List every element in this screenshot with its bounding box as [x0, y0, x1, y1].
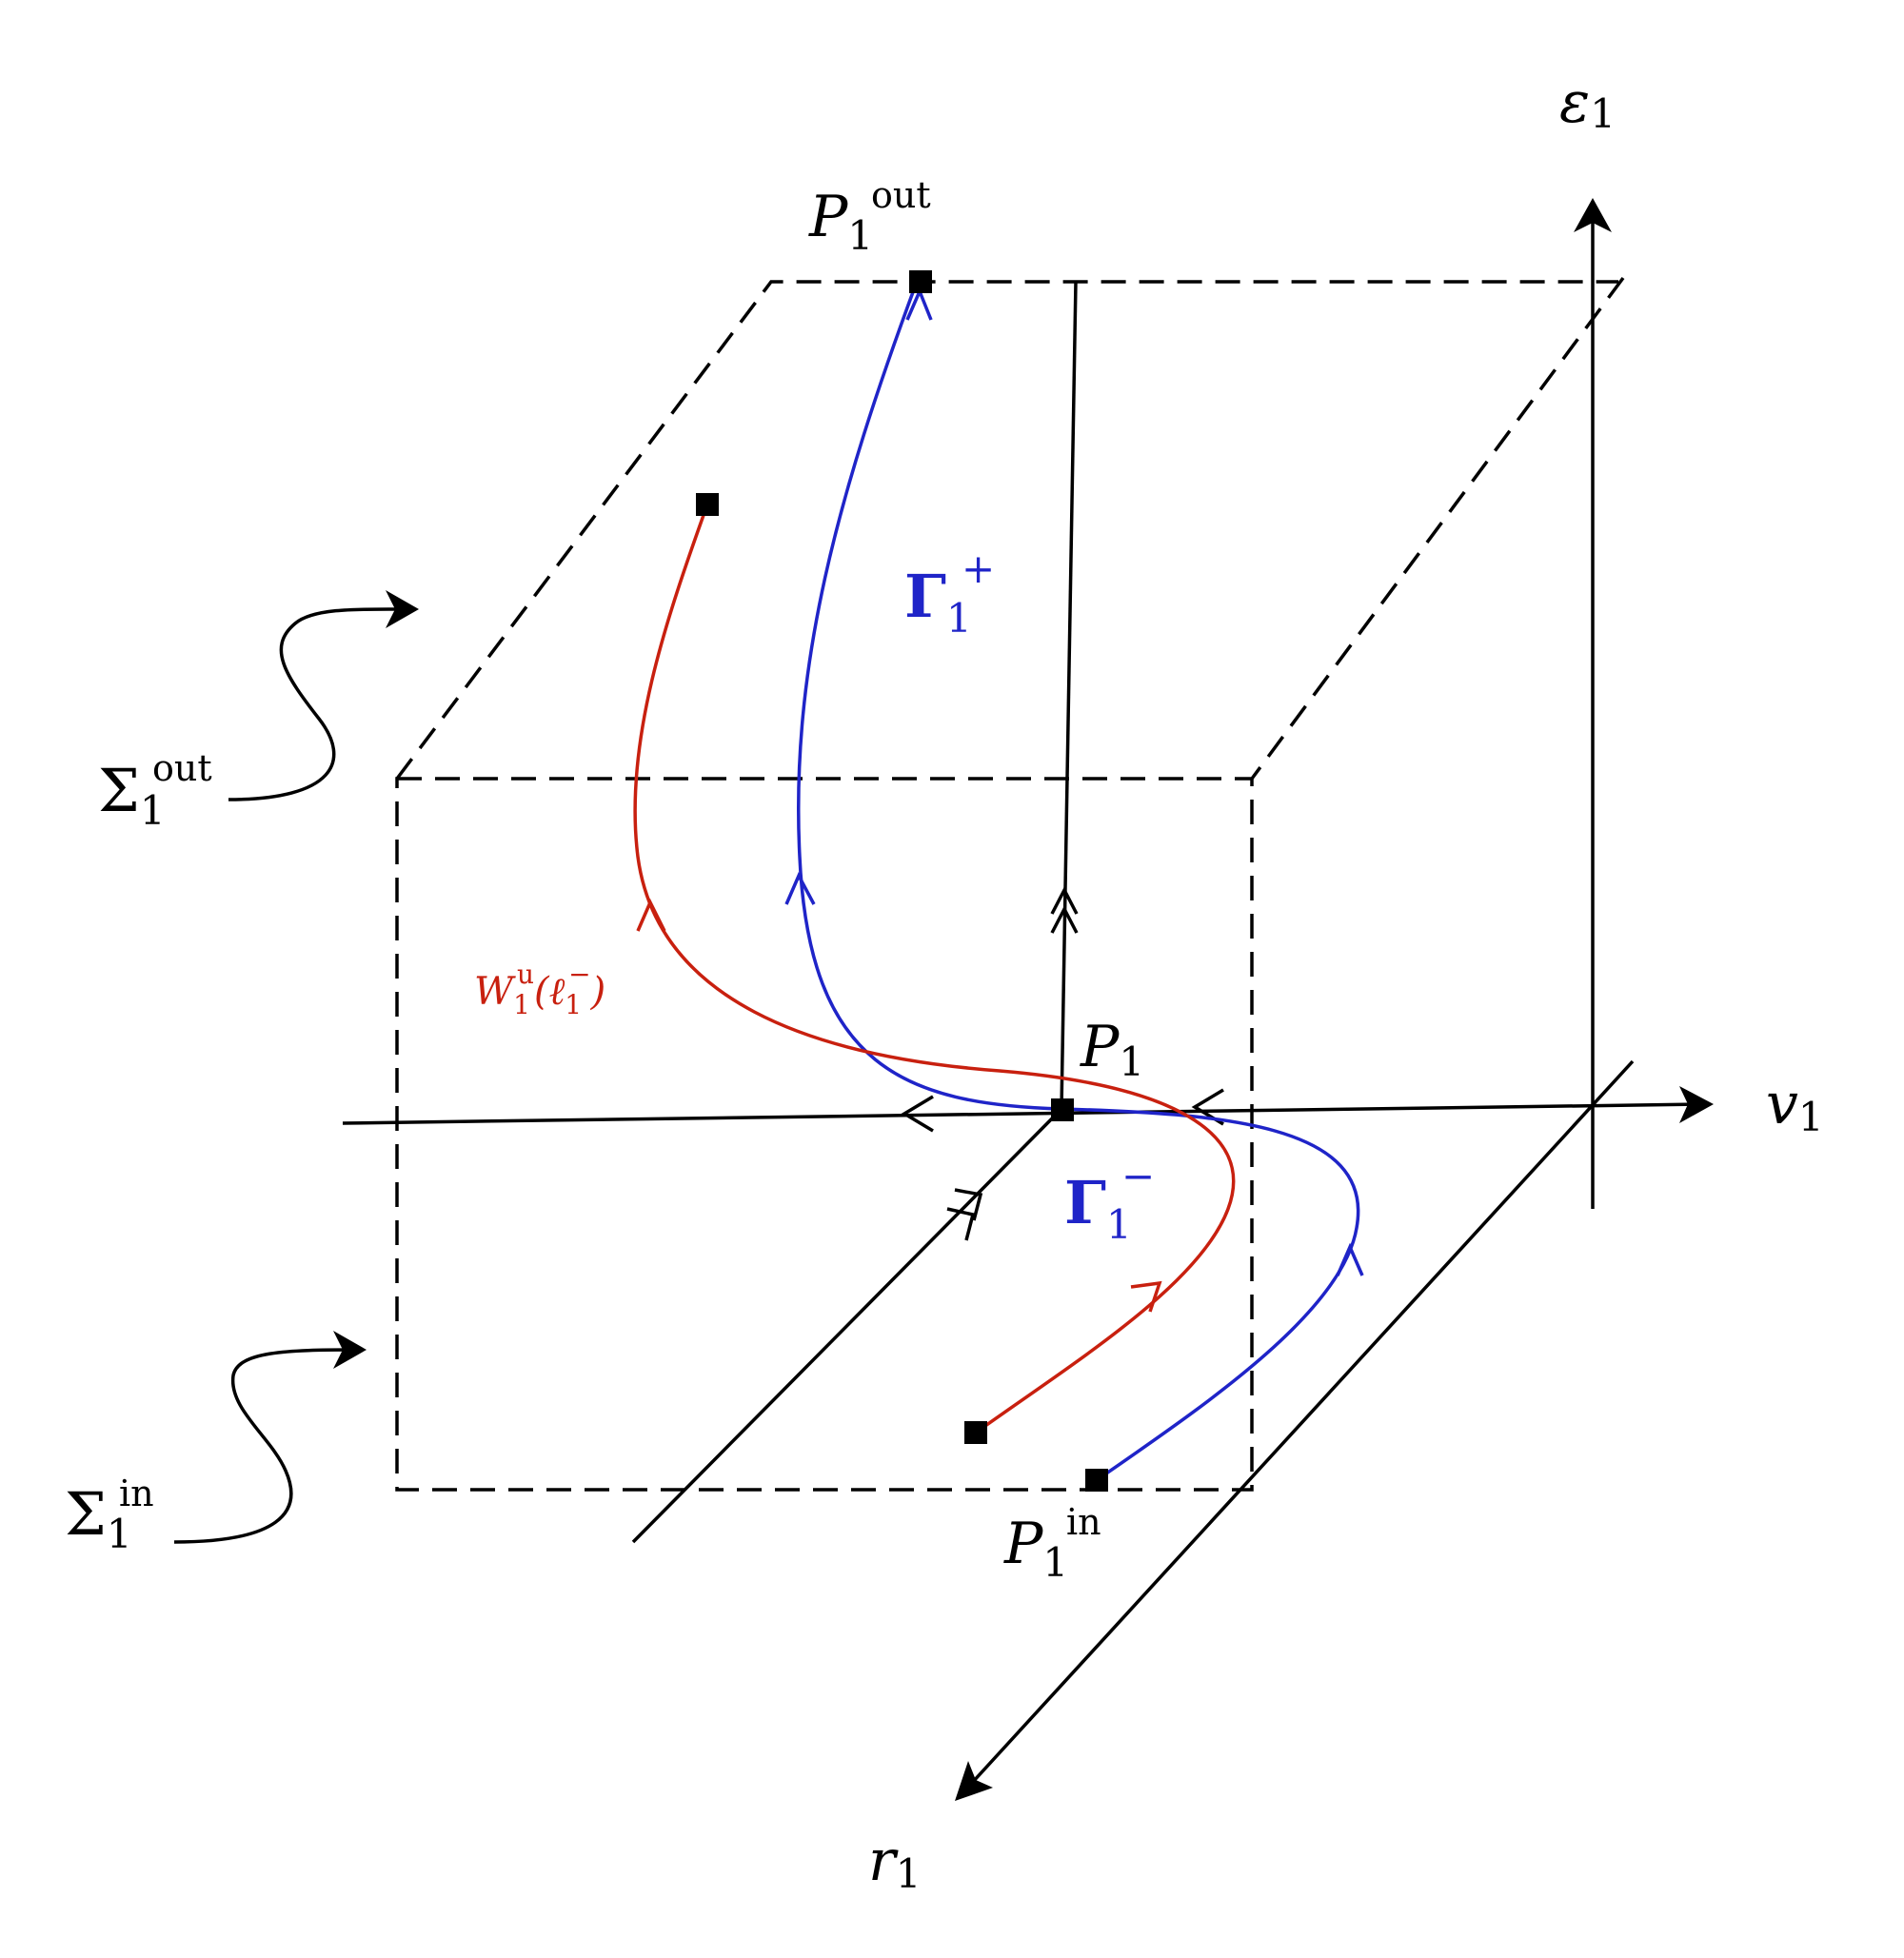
red-end-marker-top — [696, 493, 719, 516]
dashed-box — [395, 276, 1625, 1492]
sigma-in-pointer-head — [333, 1331, 367, 1369]
sigma-out-pointer-path — [228, 607, 410, 801]
axis-labels: ε1 v1 r1 — [868, 69, 1824, 1897]
gamma-plus-sup: + — [962, 545, 995, 592]
diagonal-line-through-p1 — [631, 1107, 1063, 1544]
vertical-line-through-p1 — [1060, 281, 1078, 1110]
unstable-manifold-arrow-lower — [1130, 1280, 1162, 1313]
epsilon-axis-label: ε1 — [1559, 69, 1616, 137]
sigma-in-label: Σ1 — [65, 1479, 132, 1557]
section-pointers — [173, 590, 419, 1544]
sigma-in-outline — [395, 777, 1254, 1492]
point-markers — [696, 270, 1108, 1492]
double-arrow-diagonal — [946, 1188, 983, 1241]
gamma-minus-sup: − — [1121, 1153, 1155, 1199]
gamma-plus-arrow-lower — [784, 871, 816, 905]
p1-in-sup: in — [1066, 1501, 1101, 1543]
unstable-manifold-label: W1u(ℓ1−) — [474, 959, 605, 1020]
p1-in-marker — [1085, 1469, 1108, 1492]
double-arrow-up — [1050, 886, 1079, 934]
p1-out-marker — [909, 270, 932, 293]
gamma-minus-arrow — [1336, 1242, 1364, 1276]
r-axis — [960, 1059, 1635, 1796]
red-end-marker-bottom — [964, 1421, 987, 1444]
orbit-labels: Γ1 + Γ1 − W1u(ℓ1−) — [474, 545, 1155, 1248]
gamma-plus-label: Γ1 — [904, 562, 972, 642]
arrow-left-on-v-axis — [901, 1095, 934, 1133]
blue-orbits — [784, 281, 1364, 1482]
point-labels: P1 P1 out P1 in — [808, 174, 1144, 1586]
r-axis-label: r1 — [868, 1828, 921, 1897]
sigma-in-sup: in — [119, 1473, 154, 1514]
epsilon-axis-arrowhead — [1574, 198, 1612, 232]
v-axis-label: v1 — [1766, 1071, 1824, 1140]
gamma-plus-curve — [796, 281, 1062, 1111]
sigma-out-label: Σ1 — [98, 756, 166, 834]
sigma-out-outline — [395, 280, 1618, 781]
box-edge-right-diagonal — [1250, 276, 1625, 781]
section-labels: Σ1 out Σ1 in — [65, 747, 212, 1557]
p1-out-sup: out — [871, 174, 931, 216]
sigma-out-sup: out — [152, 747, 212, 789]
p1-out-label: P1 — [808, 184, 873, 259]
p1-marker — [1051, 1098, 1074, 1121]
sigma-out-squiggle — [228, 607, 400, 800]
gamma-minus-curve — [1061, 1107, 1360, 1482]
unstable-manifold-arrow-upper — [636, 898, 666, 932]
p1-label: P1 — [1080, 1014, 1144, 1085]
sigma-out-pointer-head — [386, 590, 419, 628]
sigma-in-pointer-path — [173, 1348, 358, 1544]
v-axis-arrowhead — [1679, 1086, 1714, 1123]
axes — [342, 198, 1714, 1801]
r-axis-arrowhead — [955, 1761, 993, 1801]
red-manifold — [633, 504, 1236, 1434]
gamma-minus-label: Γ1 — [1064, 1168, 1132, 1248]
sigma-out-pointer-curve — [228, 608, 359, 800]
v-axis — [342, 1102, 1705, 1125]
unstable-manifold-curve — [633, 504, 1236, 1434]
p1-in-label: P1 — [1003, 1511, 1068, 1586]
